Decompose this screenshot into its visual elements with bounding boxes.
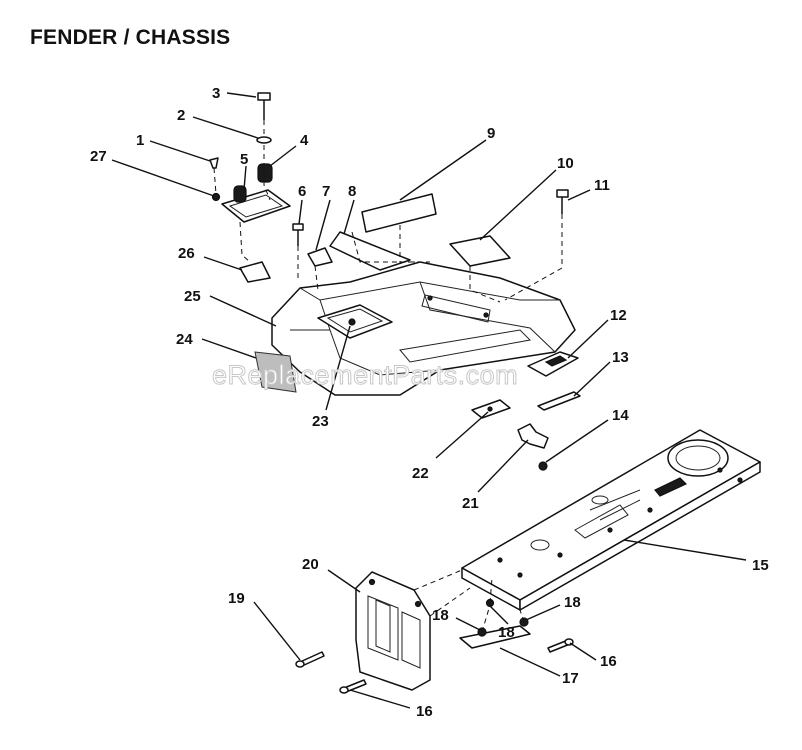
fender-top-plate-part-8 [329,231,411,271]
callout-18-left: 18 [432,607,449,624]
plate-part-20 [355,571,431,691]
bracket-part-17 [459,625,531,649]
callout-12: 12 [610,307,627,324]
screw-part-1 [209,157,219,169]
callout-27: 27 [90,148,107,165]
access-plate-part-23 [317,304,393,339]
callout-8: 8 [348,183,356,200]
callout-1: 1 [136,132,144,149]
bracket-part-12 [527,351,579,377]
decal-part-10 [449,235,511,267]
callout-16-bottom: 16 [416,703,433,720]
fender-mount-holes [421,294,491,323]
bracket-part-5 [221,185,291,223]
strip-part-13 [537,391,581,411]
callout-7: 7 [322,183,330,200]
callout-3: 3 [212,85,220,102]
callout-22: 22 [412,465,429,482]
nut-part-27 [211,192,221,202]
decal-part-9 [361,193,437,233]
callout-5: 5 [240,151,248,168]
watermark-text: eReplacementParts.com [211,360,519,391]
frame-part-15 [461,429,761,611]
bolt-part-6 [292,223,304,246]
diagram-title: FENDER / CHASSIS [30,26,231,49]
callout-2: 2 [177,107,185,124]
clip-part-21 [517,423,549,449]
bolt-part-3 [257,92,271,120]
callout-14: 14 [612,407,629,424]
callout-6: 6 [298,183,306,200]
bracket-part-22 [471,399,511,419]
callout-17: 17 [562,670,579,687]
bumper-part-4 [257,163,273,183]
callout-20: 20 [302,556,319,573]
callout-13: 13 [612,349,629,366]
washer-part-2 [256,136,272,144]
callout-23: 23 [312,413,329,430]
callout-16-right: 16 [600,653,617,670]
callout-4: 4 [300,132,309,149]
callout-18-center: 18 [498,624,515,641]
alignment-lines [213,120,563,633]
callout-26: 26 [178,245,195,262]
decal-part-24 [254,351,297,393]
bolt-part-11 [556,189,569,214]
bolt-part-16 [339,638,574,694]
callout-15: 15 [752,557,769,574]
callout-19: 19 [228,590,245,607]
callout-9: 9 [487,125,495,142]
leader-lines [111,92,747,709]
callout-24: 24 [176,331,193,348]
callout-18-right: 18 [564,594,581,611]
callout-labels: 3 2 1 27 4 5 6 7 8 9 10 11 26 25 24 23 1… [90,85,769,720]
callout-25: 25 [184,288,201,305]
callout-21: 21 [462,495,479,512]
bolt-part-19 [295,651,325,668]
decal-part-7 [307,247,333,267]
decal-part-26 [239,261,271,283]
callout-10: 10 [557,155,574,172]
callout-11: 11 [594,177,610,194]
nut-part-14 [538,461,548,471]
